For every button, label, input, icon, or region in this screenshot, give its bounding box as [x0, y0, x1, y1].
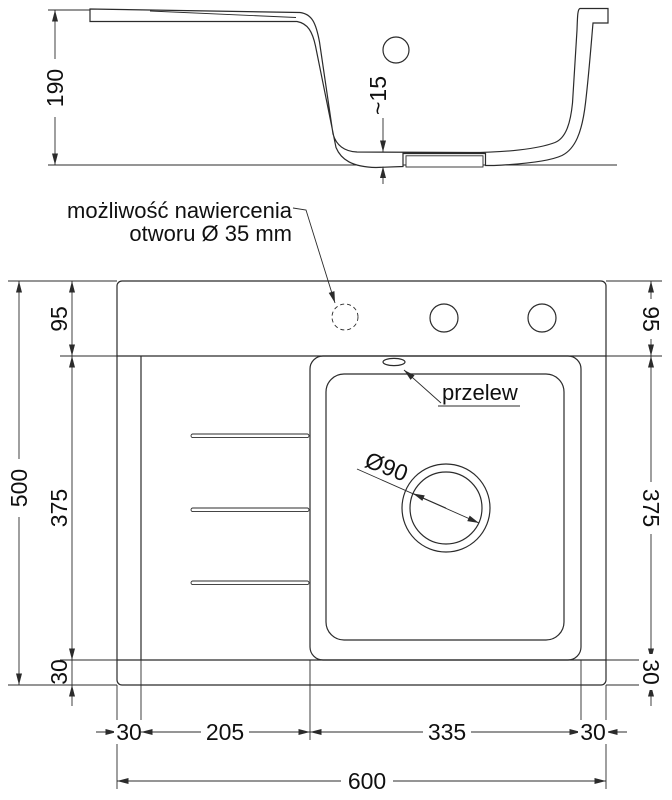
dim-label-375-left: 375: [46, 489, 72, 527]
drill-note-leader: [292, 207, 336, 304]
dim-label-30-right: 30: [580, 719, 606, 745]
dim-bowl-depth-right: 375: [638, 356, 664, 660]
bowl-outer: [309, 355, 582, 661]
overflow-label-text: przelew: [442, 380, 518, 405]
section-profile: [89, 7, 609, 169]
dim-label-95-left: 95: [46, 306, 72, 332]
dim-bottom-margin-left: 30: [46, 659, 75, 706]
dim-label-375-right: 375: [638, 489, 664, 527]
dims-left: 500 95 375 30: [6, 280, 117, 706]
dim-label-190: 190: [42, 69, 68, 107]
dim-bowl-depth-left: 375: [46, 356, 75, 660]
dim-rim-depth-right: 95: [638, 281, 664, 356]
overflow-label: przelew: [403, 369, 520, 407]
faucet-hole: [527, 303, 557, 333]
dims-right: 95 375 30: [606, 280, 664, 706]
drain-diameter-text: Ø90: [362, 447, 412, 487]
drainer-rib: [190, 580, 310, 586]
dims-bottom: 30 205 335 30: [96, 660, 627, 794]
drill-note-line2: otworu Ø 35 mm: [129, 221, 292, 246]
drainer-rib: [190, 507, 310, 513]
dim-label-30-bottom-right: 30: [638, 659, 664, 685]
dim-section-height: 190: [42, 10, 68, 165]
dim-label-95-right: 95: [638, 306, 664, 332]
overflow-slot: [382, 357, 406, 367]
dim-bottom-thickness: ~15: [365, 76, 391, 184]
dim-label-500: 500: [6, 469, 32, 507]
dim-left-margin: 30: [96, 719, 144, 745]
dim-label-30-bottom-left: 30: [46, 659, 72, 685]
dim-rim-depth-left: 95: [46, 281, 75, 356]
optional-faucet-hole-dashed: [331, 303, 359, 331]
drill-note-line1: możliwość nawiercenia: [67, 198, 293, 223]
dim-total-width: 600: [117, 768, 606, 794]
plan-view: przelew Ø90: [116, 280, 607, 686]
drill-note: możliwość nawiercenia otworu Ø 35 mm: [67, 198, 336, 304]
drainer-rib: [190, 433, 310, 439]
faucet-hole-section: [382, 36, 410, 64]
dim-drainer-width: 205: [141, 719, 310, 745]
dim-total-depth: 500: [6, 281, 32, 685]
dim-text-mask: [43, 59, 67, 117]
drain-rim-circle: [401, 463, 491, 553]
drain-fitting-section: [405, 155, 484, 168]
drain-hole-circle: [409, 471, 483, 545]
dim-bowl-width: 335: [310, 719, 581, 745]
section-view: 190 ~15: [42, 7, 617, 184]
dim-label-30-left: 30: [116, 719, 142, 745]
dim-label-335: 335: [428, 719, 466, 745]
sink-outline: [116, 280, 607, 686]
dim-right-margin: 30: [578, 719, 627, 745]
dim-bottom-margin-right: 30: [638, 654, 664, 706]
faucet-hole: [429, 303, 459, 333]
section-profile-fill: [90, 8, 608, 168]
drainer-surface-line: [149, 10, 297, 18]
dim-label-600: 600: [348, 768, 386, 794]
bowl-inner: [325, 373, 565, 641]
dim-label-205: 205: [206, 719, 244, 745]
dim-label-15: ~15: [365, 76, 391, 115]
